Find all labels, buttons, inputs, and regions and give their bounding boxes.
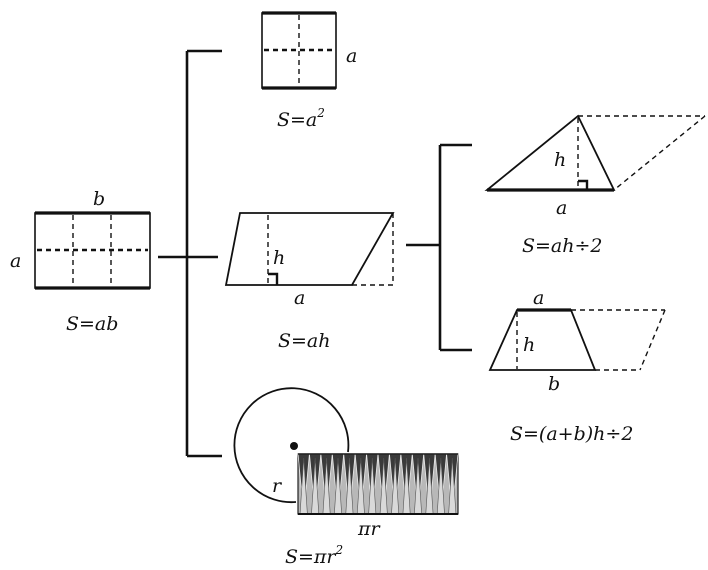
strip-pi-r-label: πr <box>357 518 381 540</box>
trapezoid-top-label: a <box>533 287 544 309</box>
parallelogram-formula: S=ah <box>278 330 331 352</box>
rectangle-side-a-label: a <box>10 250 21 272</box>
square-figure <box>261 11 337 90</box>
secondary-bracket <box>406 143 472 352</box>
trapezoid-figure <box>488 308 666 371</box>
circle-figure <box>233 387 350 504</box>
parallelogram-base-label: a <box>294 287 305 309</box>
triangle-figure <box>484 114 706 192</box>
triangle-base-label: a <box>556 197 567 219</box>
square-side-label: a <box>346 45 357 67</box>
parallelogram-height-label: h <box>273 247 285 269</box>
rectangle-side-b-label: b <box>93 188 105 210</box>
parallelogram-figure <box>224 212 395 286</box>
rectangle-formula: S=ab <box>66 313 118 335</box>
trapezoid-bottom-label: b <box>548 373 560 395</box>
rectangle-figure <box>34 211 151 290</box>
triangle-formula: S=ah÷2 <box>522 235 603 257</box>
trapezoid-height-label: h <box>523 334 535 356</box>
square-formula: S=a2 <box>277 106 325 131</box>
circle-center-dot <box>290 442 298 450</box>
sector-strip <box>297 453 459 515</box>
circle-formula: S=πr2 <box>285 543 343 568</box>
trapezoid-formula: S=(a+b)h÷2 <box>510 423 633 445</box>
circle-radius-label: r <box>272 475 283 497</box>
main-bracket <box>158 49 222 458</box>
triangle-height-label: h <box>554 149 566 171</box>
